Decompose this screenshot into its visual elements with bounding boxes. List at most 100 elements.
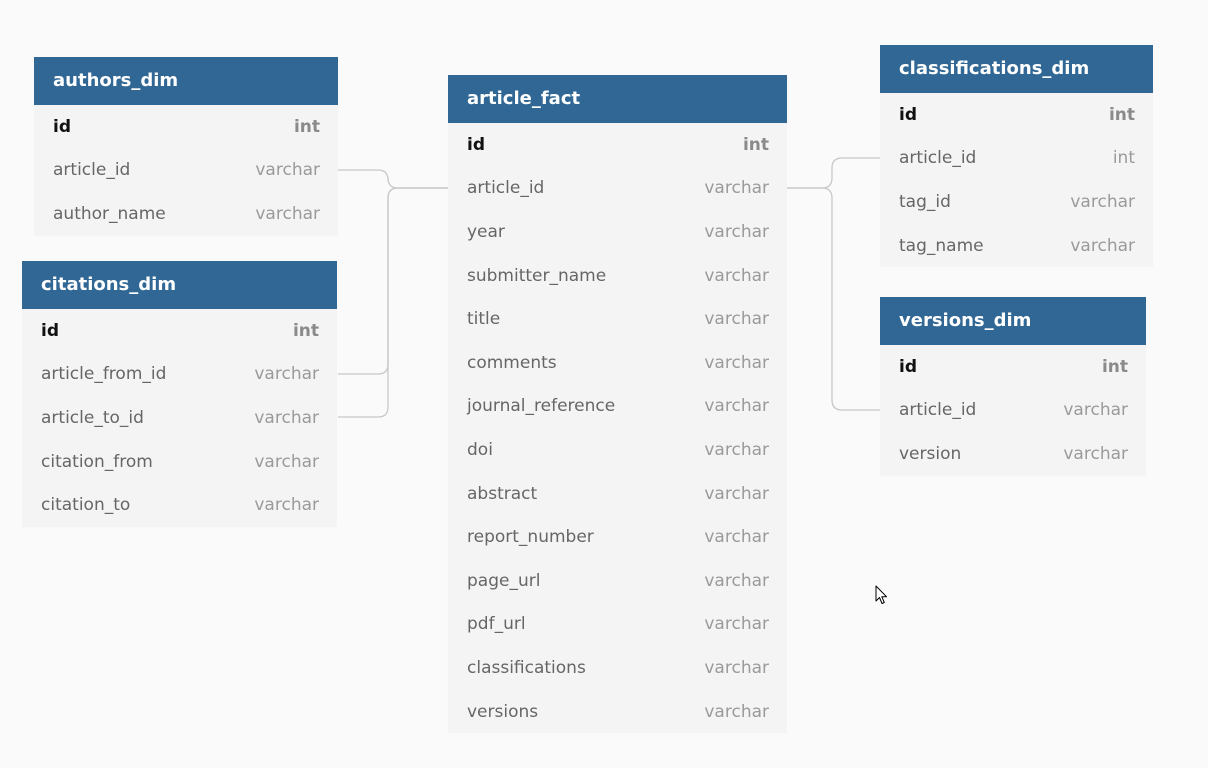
table-classifications-dim[interactable]: classifications_dim id int article_id in… (880, 45, 1153, 268)
column-row[interactable]: journal_reference varchar (448, 385, 787, 429)
column-row[interactable]: doi varchar (448, 428, 787, 472)
column-row[interactable]: article_id int (880, 137, 1153, 181)
column-row[interactable]: id int (880, 345, 1146, 389)
column-type: varchar (704, 265, 769, 286)
column-type: varchar (704, 221, 769, 242)
column-row[interactable]: page_url varchar (448, 559, 787, 603)
column-row[interactable]: abstract varchar (448, 472, 787, 516)
relation-citations-from-article (338, 187, 448, 375)
column-type: varchar (704, 309, 769, 330)
column-type: varchar (1063, 443, 1128, 464)
table-article-fact[interactable]: article_fact id int article_id varchar y… (448, 75, 787, 734)
column-type: varchar (254, 495, 319, 516)
column-name: journal_reference (467, 396, 616, 417)
column-name: tag_id (899, 191, 951, 212)
column-row[interactable]: article_from_id varchar (22, 353, 337, 397)
column-name: version (899, 443, 962, 464)
column-name: id (899, 356, 917, 377)
column-name: article_from_id (41, 364, 167, 385)
column-row[interactable]: comments varchar (448, 341, 787, 385)
column-type: varchar (255, 160, 320, 181)
column-type: varchar (704, 527, 769, 548)
column-type: varchar (704, 439, 769, 460)
column-type: varchar (704, 352, 769, 373)
column-type: int (742, 134, 769, 155)
column-name: pdf_url (467, 614, 526, 635)
column-row[interactable]: article_id varchar (448, 167, 787, 211)
table-header[interactable]: classifications_dim (880, 45, 1153, 93)
column-row[interactable]: tag_name varchar (880, 224, 1153, 268)
column-name: report_number (467, 527, 594, 548)
column-type: varchar (1070, 191, 1135, 212)
table-header[interactable]: citations_dim (22, 261, 337, 309)
column-name: citation_to (41, 495, 131, 516)
column-name: id (41, 320, 59, 341)
column-row[interactable]: version varchar (880, 432, 1146, 476)
column-row[interactable]: author_name varchar (34, 192, 338, 236)
column-row[interactable]: title varchar (448, 297, 787, 341)
column-type: varchar (254, 407, 319, 428)
column-name: article_id (899, 400, 977, 421)
column-name: doi (467, 439, 493, 460)
column-name: page_url (467, 570, 541, 591)
table-citations-dim[interactable]: citations_dim id int article_from_id var… (22, 261, 337, 527)
column-type: varchar (704, 483, 769, 504)
column-name: article_id (899, 148, 977, 169)
column-row[interactable]: submitter_name varchar (448, 254, 787, 298)
column-row[interactable]: id int (22, 309, 337, 353)
column-row[interactable]: tag_id varchar (880, 180, 1153, 224)
column-row[interactable]: versions varchar (448, 690, 787, 734)
column-row[interactable]: id int (34, 105, 338, 149)
column-name: id (467, 134, 485, 155)
column-row[interactable]: citation_to varchar (22, 483, 337, 527)
column-name: id (899, 104, 917, 125)
column-type: int (1108, 104, 1135, 125)
table-authors-dim[interactable]: authors_dim id int article_id varchar au… (34, 57, 338, 236)
column-name: article_id (53, 160, 131, 181)
column-name: citation_from (41, 451, 153, 472)
column-name: article_id (467, 178, 545, 199)
column-row[interactable]: id int (448, 123, 787, 167)
column-type: int (1112, 148, 1135, 169)
column-row[interactable]: article_id varchar (880, 389, 1146, 433)
column-type: varchar (704, 614, 769, 635)
relation-authors-article (338, 169, 448, 189)
column-name: tag_name (899, 235, 984, 256)
column-name: title (467, 309, 501, 330)
column-type: int (1101, 356, 1128, 377)
column-type: int (292, 320, 319, 341)
table-header[interactable]: versions_dim (880, 297, 1146, 345)
column-row[interactable]: pdf_url varchar (448, 603, 787, 647)
column-type: varchar (704, 178, 769, 199)
column-type: varchar (255, 203, 320, 224)
relation-article-versions (787, 187, 880, 411)
column-name: classifications (467, 657, 586, 678)
column-type: varchar (1070, 235, 1135, 256)
column-type: varchar (704, 570, 769, 591)
column-type: varchar (704, 396, 769, 417)
relation-article-classifications (787, 157, 880, 189)
column-row[interactable]: report_number varchar (448, 515, 787, 559)
column-name: author_name (53, 203, 166, 224)
mouse-pointer-icon (875, 585, 887, 604)
column-row[interactable]: article_id varchar (34, 149, 338, 193)
column-type: varchar (254, 451, 319, 472)
column-type: varchar (254, 364, 319, 385)
column-type: varchar (704, 701, 769, 722)
column-type: varchar (704, 657, 769, 678)
column-row[interactable]: id int (880, 93, 1153, 137)
column-row[interactable]: citation_from varchar (22, 440, 337, 484)
table-header[interactable]: article_fact (448, 75, 787, 123)
column-row[interactable]: article_to_id varchar (22, 396, 337, 440)
column-row[interactable]: classifications varchar (448, 646, 787, 690)
relation-citations-to-article (338, 187, 448, 418)
column-name: abstract (467, 483, 538, 504)
column-type: varchar (1063, 400, 1128, 421)
column-name: id (53, 116, 71, 137)
column-type: int (293, 116, 320, 137)
column-name: submitter_name (467, 265, 607, 286)
column-row[interactable]: year varchar (448, 210, 787, 254)
table-header[interactable]: authors_dim (34, 57, 338, 105)
table-versions-dim[interactable]: versions_dim id int article_id varchar v… (880, 297, 1146, 476)
